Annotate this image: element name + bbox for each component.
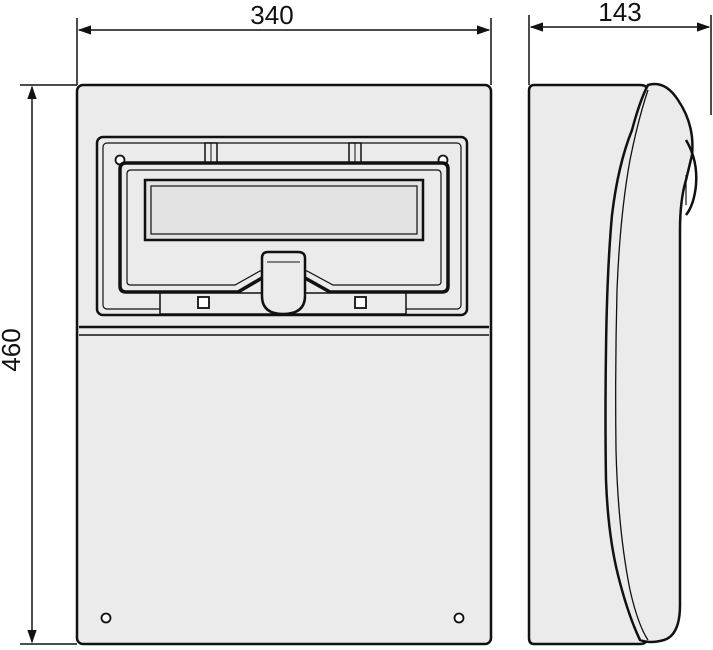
- depth-dimension: 143: [528, 0, 712, 115]
- side-door-bump: [684, 139, 698, 216]
- side-view: [527, 82, 698, 646]
- width-label: 340: [250, 0, 293, 30]
- breaker-window: [143, 178, 425, 242]
- height-dimension: 460: [0, 84, 77, 645]
- height-label: 460: [0, 328, 26, 371]
- slot-right: [354, 296, 367, 309]
- depth-label: 143: [598, 0, 641, 27]
- door-latch: [260, 250, 307, 316]
- bottom-screw-right: [453, 612, 465, 624]
- width-dimension: 340: [76, 0, 492, 85]
- side-lid-profile: [604, 82, 694, 644]
- front-view: [75, 83, 493, 646]
- slot-left: [197, 296, 210, 309]
- bottom-screw-left: [100, 612, 112, 624]
